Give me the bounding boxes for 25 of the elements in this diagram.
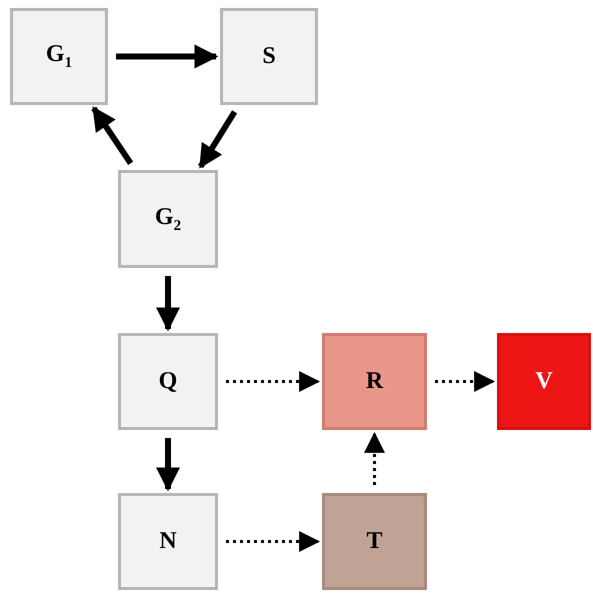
- arrow: [198, 110, 238, 169]
- arrow: [435, 371, 496, 392]
- arrow: [226, 371, 320, 392]
- state-label: Q: [158, 368, 178, 395]
- arrow: [364, 432, 385, 485]
- state-box: [118, 333, 218, 430]
- state-label: G$_{1}$: [46, 41, 72, 72]
- state-label: S: [262, 43, 276, 70]
- state-box: [118, 493, 218, 590]
- state-box: [322, 493, 427, 590]
- state-box: [220, 8, 318, 105]
- state-box: [322, 333, 427, 430]
- arrow: [91, 106, 134, 166]
- state-label: T: [366, 528, 382, 555]
- state-label: G$_{2}$: [154, 204, 182, 234]
- arrow: [116, 44, 218, 68]
- state-label: N: [159, 528, 177, 555]
- state-box: [10, 8, 108, 105]
- arrow: [156, 276, 180, 332]
- arrow: [226, 531, 320, 552]
- state-label: R: [366, 368, 384, 395]
- state-box: [497, 333, 591, 430]
- state-box: [118, 170, 218, 268]
- arrow: [156, 438, 180, 492]
- state-label: V: [535, 368, 553, 395]
